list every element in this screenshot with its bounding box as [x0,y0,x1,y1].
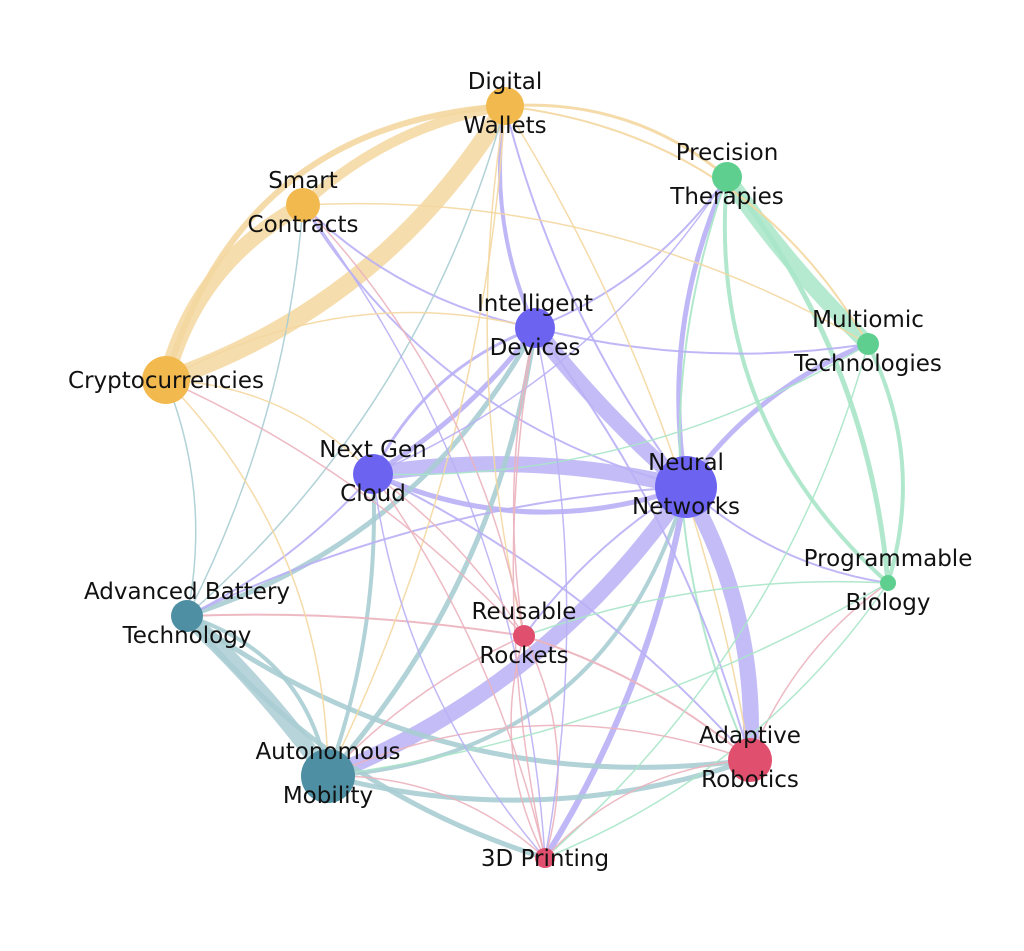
node-precision-therapies[interactable] [712,162,742,192]
edge-neural-networks-adaptive-robotics [678,479,759,768]
edge-next-gen-cloud-advanced-battery-technology [186,473,374,617]
node-cryptocurrencies[interactable] [142,356,190,404]
edge-reusable-rockets-3d-printing [523,635,559,859]
edge-digital-wallets-adaptive-robotics [504,105,751,761]
edge-multiomic-technologies-intelligent-devices [534,327,869,355]
edge-smart-contracts-multiomic-technologies [302,202,869,345]
edge-cryptocurrencies-reusable-rockets [165,379,525,637]
edge-digital-wallets-intelligent-devices [498,104,537,330]
edge-intelligent-devices-3d-printing [512,327,546,859]
node-autonomous-mobility[interactable] [301,749,355,803]
edge-next-gen-cloud-reusable-rockets [372,473,525,637]
edge-smart-contracts-digital-wallets [298,101,510,210]
edge-autonomous-mobility-reusable-rockets [327,635,525,777]
edge-programmable-biology-3d-printing [544,582,889,859]
edge-next-gen-cloud-adaptive-robotics [372,473,751,761]
edge-digital-wallets-advanced-battery-technology [186,105,506,617]
edge-cryptocurrencies-next-gen-cloud [165,379,374,475]
edge-precision-therapies-programmable-biology [724,174,891,586]
node-multiomic-technologies[interactable] [857,333,879,355]
edge-smart-contracts-reusable-rockets [302,204,525,637]
edge-next-gen-cloud-autonomous-mobility [326,472,376,778]
edge-intelligent-devices-reusable-rockets [512,327,536,637]
node-adaptive-robotics[interactable] [728,738,772,782]
edge-intelligent-devices-adaptive-robotics [534,327,751,761]
edge-autonomous-mobility-3d-printing [327,775,546,859]
node-advanced-battery-technology[interactable] [171,600,203,632]
edge-neural-networks-3d-printing [542,484,689,861]
edge-digital-wallets-autonomous-mobility [327,105,506,777]
edge-intelligent-devices-next-gen-cloud [370,325,538,477]
edge-neural-networks-autonomous-mobility [320,479,694,784]
edge-smart-contracts-intelligent-devices [302,204,536,329]
node-reusable-rockets[interactable] [513,625,535,647]
edge-multiomic-technologies-3d-printing [544,343,869,859]
edge-multiomic-technologies-programmable-biology [866,342,905,585]
edge-cryptocurrencies-advanced-battery-technology [165,379,197,617]
node-next-gen-cloud[interactable] [353,454,393,494]
edge-3d-printing-next-gen-cloud [372,473,546,859]
node-digital-wallets[interactable] [486,87,524,125]
edge-precision-therapies-next-gen-cloud [372,176,728,475]
edge-next-gen-cloud-3d-printing [372,473,546,859]
edge-programmable-biology-reusable-rockets [523,580,889,637]
edge-intelligent-devices-next-gen-cloud [371,326,537,476]
node-label-cryptocurrencies: Cryptocurrencies [68,368,264,394]
node-3d-printing[interactable] [535,848,555,868]
edge-smart-contracts-advanced-battery-technology [186,204,304,617]
edge-cryptocurrencies-digital-wallets [157,97,514,389]
node-neural-networks[interactable] [655,456,717,518]
edge-cryptocurrencies-digital-wallets [163,103,508,383]
edge-adaptive-robotics-autonomous-mobility [327,724,751,777]
edge-adaptive-robotics-3d-printing [544,759,751,859]
edge-reusable-rockets-adaptive-robotics [523,635,751,761]
node-programmable-biology[interactable] [880,575,896,591]
edge-digital-wallets-precision-therapies [503,103,729,179]
edge-next-gen-cloud-neural-networks [370,471,689,515]
node-smart-contracts[interactable] [286,188,320,222]
edge-cryptocurrencies-autonomous-mobility [165,379,329,777]
edge-advanced-battery-technology-reusable-rockets [186,613,525,637]
edge-precision-therapies-programmable-biology [722,175,890,585]
edge-cryptocurrencies-intelligent-devices [165,311,536,381]
edge-autonomous-mobility-neural-networks [326,485,688,778]
edge-precision-therapies-neural-networks [676,174,730,490]
edge-smart-contracts-3d-printing [302,204,546,859]
edge-programmable-biology-autonomous-mobility [327,582,889,777]
edge-multiomic-technologies-next-gen-cloud [372,343,869,476]
nodes-layer [142,87,896,868]
edge-programmable-biology-adaptive-robotics [749,582,889,761]
edge-precision-therapies-intelligent-devices [534,176,728,329]
edge-3d-printing-intelligent-devices [534,327,568,859]
edge-digital-wallets-reusable-rockets [486,105,525,637]
node-label-3d-printing: 3D Printing [481,846,609,872]
edge-intelligent-devices-advanced-battery-technology [184,325,538,619]
edge-advanced-battery-technology-adaptive-robotics [184,613,753,770]
edge-advanced-battery-technology-autonomous-mobility [185,614,330,778]
node-intelligent-devices[interactable] [515,308,555,348]
edge-neural-networks-advanced-battery-technology [186,486,687,617]
edge-reusable-rockets-3d-printing [510,635,546,859]
edge-next-gen-cloud-neural-networks [365,456,694,495]
